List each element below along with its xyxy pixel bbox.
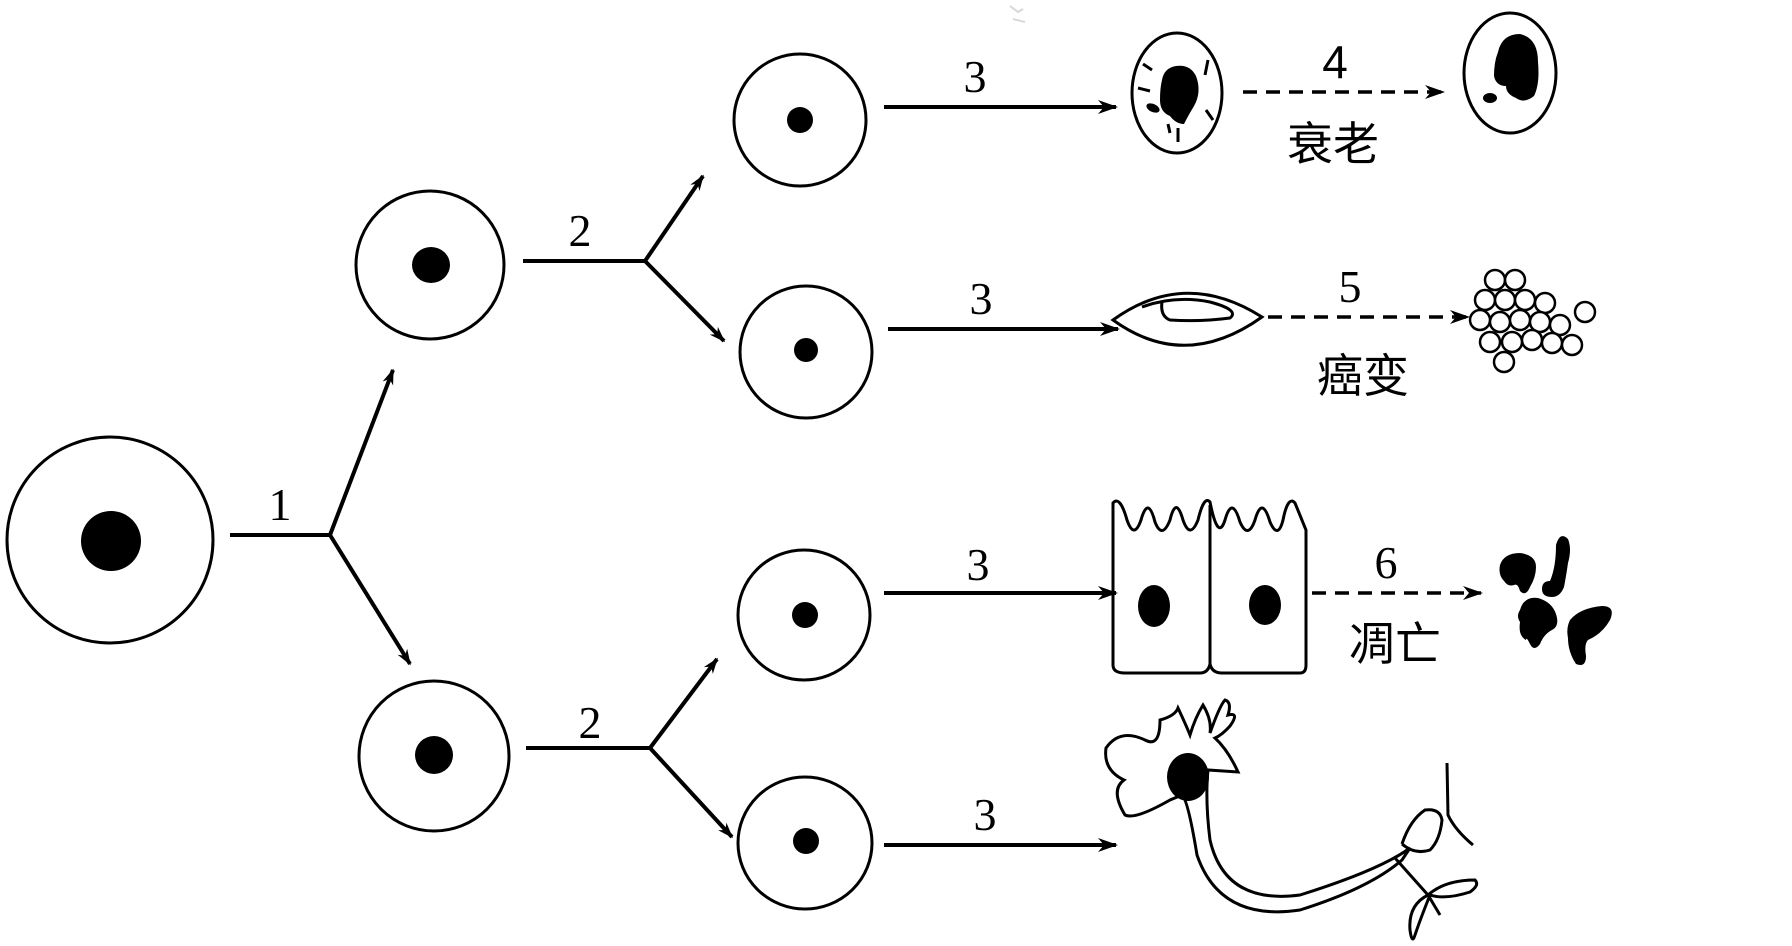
process-label-4: 4 <box>1322 36 1348 88</box>
stem-cell-nucleus <box>81 511 141 571</box>
differentiated-cell-row4-neuron <box>1104 698 1479 941</box>
scan-artifact <box>1009 5 1026 23</box>
process-label-2-upper: 2 <box>569 205 592 256</box>
gen3-cell-row2 <box>738 284 874 420</box>
cancer-cell-cluster <box>1468 268 1597 374</box>
cancer-cell <box>1513 288 1537 312</box>
process-label-3-row2: 3 <box>970 273 993 324</box>
process-label-5: 5 <box>1339 261 1362 312</box>
cancer-cell <box>1488 310 1512 334</box>
differentiated-cell-row3-epithelium <box>1111 499 1308 675</box>
outcome-label-canceration: 癌变 <box>1317 349 1409 403</box>
process-label-3-row1: 3 <box>964 51 987 102</box>
cancer-cell <box>1560 333 1584 357</box>
epithelial-nucleus-left <box>1138 585 1170 627</box>
aged-nucleus <box>1494 34 1539 101</box>
epithelial-nucleus-right <box>1249 585 1281 625</box>
cancer-cell <box>1520 328 1544 352</box>
cancer-cell <box>1500 330 1524 354</box>
process-label-3-row3: 3 <box>967 539 990 590</box>
gen3-cell-row4 <box>736 775 874 911</box>
cancer-cell <box>1548 313 1572 337</box>
cancer-cell <box>1473 288 1497 312</box>
process-label-1: 1 <box>269 479 292 530</box>
cancer-cell <box>1492 350 1516 374</box>
stem-cell <box>5 435 215 645</box>
outcome-label-apoptosis: 凋亡 <box>1349 617 1441 671</box>
gen3-cell-row1 <box>732 52 868 188</box>
process-2-lower-arrows <box>526 657 734 839</box>
cancer-cell <box>1540 331 1564 355</box>
nucleus <box>415 736 453 774</box>
outcome-label-senescence: 衰老 <box>1287 117 1379 171</box>
gen3-cell-row3 <box>736 548 872 682</box>
daughter-cell-lower <box>357 679 511 833</box>
cancer-cell <box>1483 268 1507 292</box>
aged-cell <box>1462 11 1558 135</box>
cancer-cell <box>1508 308 1532 332</box>
daughter-cell-upper <box>354 189 506 341</box>
cancer-cell <box>1503 268 1527 292</box>
process-1-division-arrows <box>230 368 412 666</box>
apoptotic-bodies <box>1499 536 1612 665</box>
differentiated-cell-row1 <box>1130 31 1224 155</box>
process-2-upper-arrows <box>523 174 726 343</box>
nucleus <box>412 247 450 283</box>
process-label-2-lower: 2 <box>579 697 602 748</box>
cancer-cell <box>1478 330 1502 354</box>
differentiated-cell-row2-spindle <box>1110 291 1265 347</box>
process-label-3-row4: 3 <box>974 789 997 840</box>
neuron-cell-body <box>1167 753 1209 801</box>
process-label-6: 6 <box>1375 537 1398 588</box>
cancer-cell <box>1533 291 1557 315</box>
cancer-cell <box>1573 300 1597 324</box>
cancer-cell <box>1493 288 1517 312</box>
irregular-nucleus <box>1160 65 1199 124</box>
cancer-cell <box>1468 308 1492 332</box>
